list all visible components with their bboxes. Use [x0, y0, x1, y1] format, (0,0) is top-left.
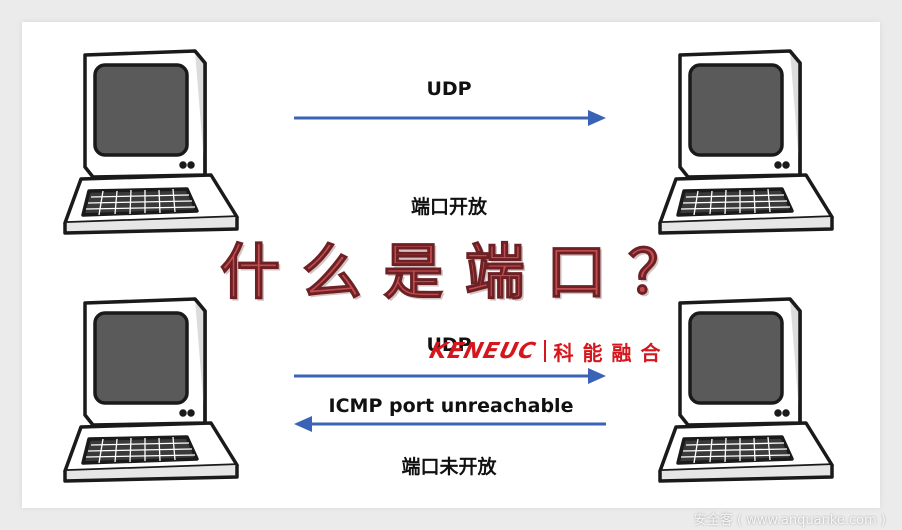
headline-char: 什: [220, 237, 282, 308]
headline-char: 么: [301, 237, 364, 308]
brand-name-cn: 科能融合: [553, 340, 670, 365]
headline-char: 端: [464, 237, 527, 308]
udp-arrow-bottom: [294, 368, 606, 384]
computer-right-bottom-icon: [658, 297, 834, 483]
port-open-label: 端口开放: [410, 196, 488, 218]
icmp-unreachable-label: ICMP port unreachable: [328, 395, 574, 417]
udp-label-bottom: UDP: [426, 334, 472, 356]
icmp-arrow-back: [294, 416, 606, 432]
site-watermark: 安全客 ( www.anquanke.com ): [693, 513, 886, 528]
computer-left-top-icon: [63, 49, 239, 235]
headline-char: 是: [383, 237, 446, 308]
port-closed-label: 端口未开放: [401, 456, 497, 478]
brand-logo: KENEUC 科能融合: [426, 336, 670, 366]
udp-label-top: UDP: [426, 78, 472, 100]
computer-left-bottom-icon: [63, 297, 239, 483]
computer-right-top-icon: [658, 49, 834, 235]
headline-title: 什 么 是 端 口 ？: [220, 232, 690, 308]
headline-char: 口: [546, 237, 609, 308]
udp-arrow-top: [294, 110, 606, 126]
brand-logo-text: KENEUC: [426, 338, 539, 364]
headline-char: ？: [627, 237, 690, 308]
brand-divider: [543, 340, 546, 362]
